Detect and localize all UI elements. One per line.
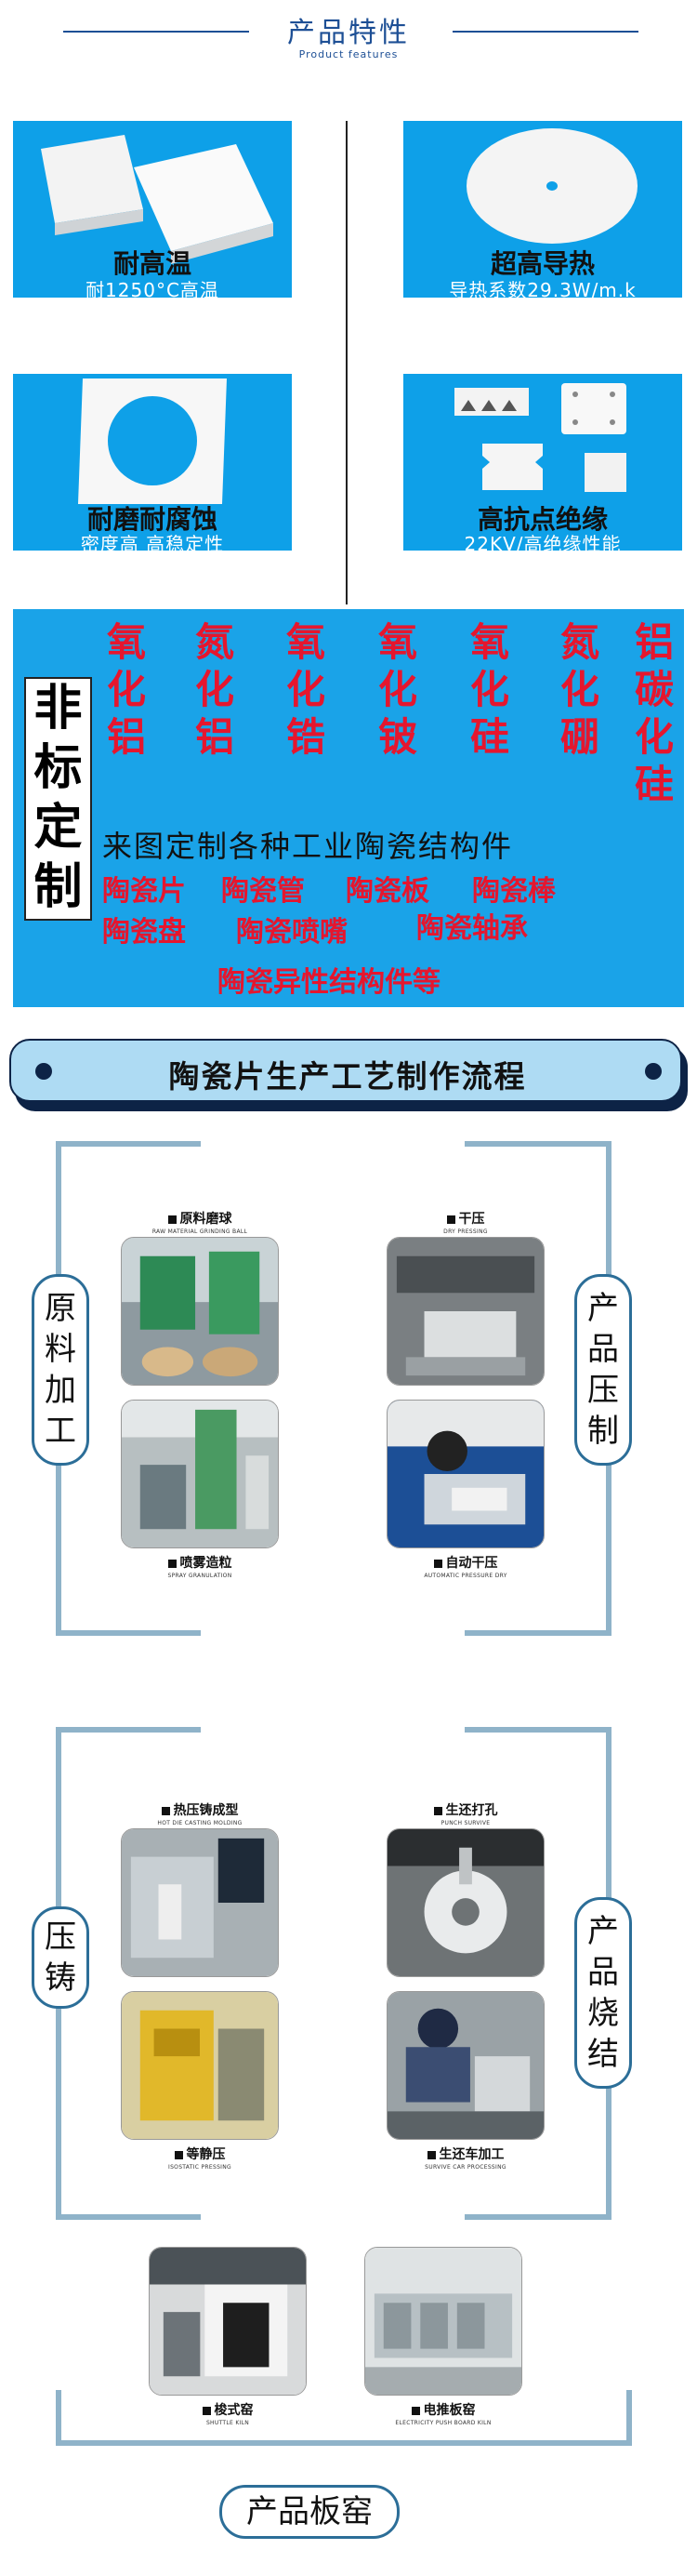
material-zirconia: 氧化锆 bbox=[285, 619, 325, 760]
photo-dry-pressing bbox=[387, 1237, 545, 1386]
photo-push-board-kiln bbox=[364, 2247, 522, 2396]
tag-char: 定 bbox=[33, 800, 83, 856]
product-ceramic-special-parts: 陶瓷异性结构件等 bbox=[217, 966, 441, 999]
tag-char: 制 bbox=[33, 859, 83, 915]
feature-thermal-conductivity: 超高导热 导热系数29.3W/m.k bbox=[403, 121, 682, 298]
stage-label-kiln: 产品板窑 bbox=[219, 2485, 400, 2539]
ceramic-disc-image bbox=[467, 128, 638, 244]
ceramic-plates-image bbox=[41, 135, 273, 264]
product-ceramic-nozzle: 陶瓷喷嘴 bbox=[236, 916, 348, 949]
product-ceramic-sheet: 陶瓷片 bbox=[102, 875, 186, 908]
custom-description: 来图定制各种工业陶瓷结构件 bbox=[102, 829, 514, 864]
product-ceramic-rod: 陶瓷棒 bbox=[472, 875, 556, 908]
photo-automatic-dry-pressing bbox=[387, 1400, 545, 1548]
ceramic-frame-image bbox=[78, 378, 227, 504]
feature-title: 耐高温 bbox=[112, 248, 191, 279]
product-ceramic-tube: 陶瓷管 bbox=[221, 875, 305, 908]
stage-label-pressing: 产品压制 bbox=[574, 1274, 632, 1466]
tag-char: 标 bbox=[33, 740, 83, 796]
feature-high-temperature: 耐高温 耐1250°C高温 bbox=[13, 121, 292, 298]
stage-label-sintering: 产品烧结 bbox=[574, 1897, 632, 2089]
feature-subtitle: 耐1250°C高温 bbox=[85, 279, 219, 298]
product-ceramic-bearing: 陶瓷轴承 bbox=[416, 912, 528, 945]
feature-wear-corrosion: 耐磨耐腐蚀 密度高 高稳定性 bbox=[13, 374, 292, 551]
feature-title: 耐磨耐腐蚀 bbox=[86, 504, 217, 535]
feature-subtitle: 22KV/高绝缘性能 bbox=[464, 533, 622, 551]
material-aluminum-silicon-carbide: 铝碳化硅 bbox=[634, 619, 674, 807]
photo-punching bbox=[387, 1828, 545, 1977]
feature-insulation: 高抗点绝缘 22KV/高绝缘性能 bbox=[403, 374, 682, 551]
section-header: 产品特性 Product features bbox=[0, 0, 697, 65]
stage-label-raw-processing: 原料加工 bbox=[32, 1274, 89, 1466]
banner-dot-right bbox=[645, 1063, 662, 1080]
section-subtitle: Product features bbox=[298, 48, 399, 60]
stage-label-die-casting: 压铸 bbox=[32, 1906, 89, 2009]
material-silica: 氧化硅 bbox=[469, 619, 509, 760]
header-rule-right bbox=[453, 31, 638, 33]
tag-char: 非 bbox=[33, 681, 83, 737]
feature-divider bbox=[346, 121, 348, 604]
process-title: 陶瓷片生产工艺制作流程 bbox=[168, 1058, 527, 1095]
material-aluminum-nitride: 氮化铝 bbox=[194, 619, 234, 760]
header-rule-left bbox=[63, 31, 249, 33]
photo-isostatic-pressing bbox=[121, 1991, 279, 2140]
material-boron-nitride: 氮化硼 bbox=[559, 619, 599, 760]
banner-dot-left bbox=[35, 1063, 52, 1080]
ceramic-parts-image bbox=[454, 383, 626, 492]
feature-subtitle: 导热系数29.3W/m.k bbox=[449, 279, 637, 298]
photo-shuttle-kiln bbox=[149, 2247, 307, 2396]
flow-bracket-kiln bbox=[56, 2390, 632, 2446]
photo-lathe-processing bbox=[387, 1991, 545, 2140]
product-ceramic-board: 陶瓷板 bbox=[346, 875, 429, 908]
feature-subtitle: 密度高 高稳定性 bbox=[80, 533, 225, 551]
feature-title: 高抗点绝缘 bbox=[477, 504, 608, 535]
non-standard-custom-tag: 非 标 定 制 bbox=[24, 677, 92, 921]
photo-hot-die-casting bbox=[121, 1828, 279, 1977]
photo-ball-mill bbox=[121, 1237, 279, 1386]
material-alumina: 氧化铝 bbox=[106, 619, 146, 760]
product-ceramic-disc: 陶瓷盘 bbox=[102, 916, 186, 949]
material-beryllia: 氧化铍 bbox=[377, 619, 417, 760]
process-banner: 陶瓷片生产工艺制作流程 bbox=[9, 1039, 688, 1111]
section-title: 产品特性 bbox=[287, 17, 410, 49]
photo-spray-granulation bbox=[121, 1400, 279, 1548]
custom-order-panel: 非 标 定 制 氧化铝 氮化铝 氧化锆 氧化铍 氧化硅 氮化硼 铝碳化硅 来图定… bbox=[13, 609, 684, 1007]
feature-title: 超高导热 bbox=[490, 248, 595, 279]
